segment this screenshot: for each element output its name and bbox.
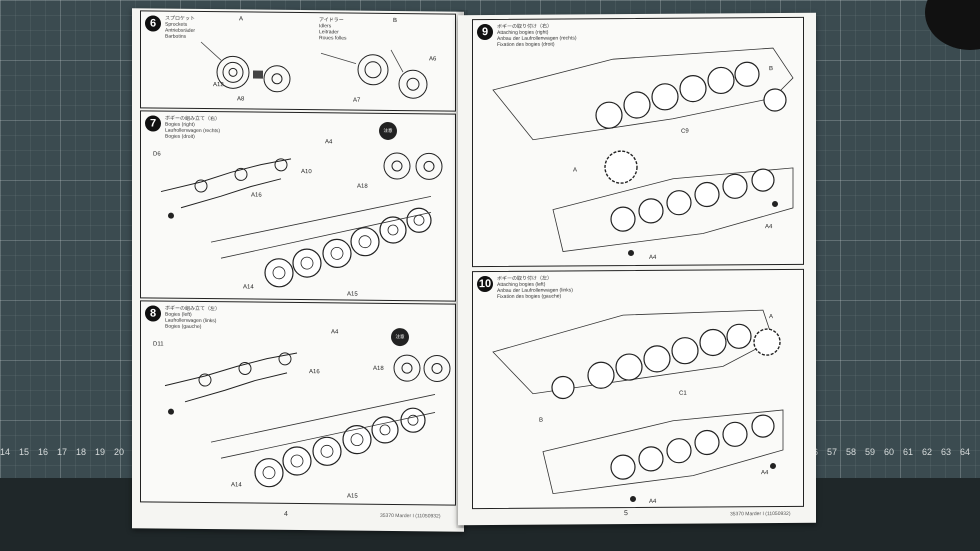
marker-b: B: [769, 66, 774, 73]
instruction-booklet: 6 スプロケット Sprockets Antriebsräder Barboti…: [128, 4, 818, 532]
screw-part: [770, 463, 776, 470]
road-wheels: [264, 207, 432, 288]
part-tag: A6: [429, 56, 437, 63]
step-7-panel: 7 ボギーの組み立て（右） Bogies (right) Laufrollenw…: [140, 110, 456, 302]
part-tag: A4: [325, 139, 333, 146]
hull-outline-lower: [542, 409, 784, 495]
step-9-panel: 9 ボギーの取り付け（右） Attaching bogies (right) A…: [472, 16, 804, 268]
idler-wheel: [763, 88, 787, 112]
screw-part: [168, 408, 174, 415]
road-wheels-upper: [587, 323, 752, 389]
step-8-panel: 8 ボギーの組み立て（左） Bogies (left) Laufrollenwa…: [140, 300, 456, 506]
idler-wheel: [357, 54, 389, 86]
page-number: 5: [624, 510, 628, 518]
ruler-mark: 59: [865, 447, 876, 457]
sprocket-gear: [753, 328, 781, 356]
part-tag: A14: [231, 482, 242, 489]
screw-part: [628, 250, 634, 257]
part-tag: A4: [649, 254, 657, 261]
left-page: 6 スプロケット Sprockets Antriebsräder Barboti…: [132, 8, 464, 532]
part-tag: A14: [243, 284, 254, 291]
mat-ruler-right: 56 57 58 59 60 61 62 63 64: [808, 447, 979, 471]
bogie-frame: [210, 394, 436, 459]
part-tag: A18: [373, 365, 384, 372]
ruler-mark: 15: [19, 447, 30, 457]
part-tag: A15: [347, 493, 358, 500]
page-footer: 35370 Marder I (11050932): [730, 510, 791, 518]
part-tag: A18: [357, 183, 368, 190]
marker-b: B: [539, 417, 544, 424]
ruler-mark: 63: [941, 447, 952, 457]
part-tag: A4: [331, 329, 339, 336]
ruler-mark: 20: [114, 447, 125, 457]
step-9-drawing: [492, 47, 794, 257]
bogie-frame: [210, 196, 432, 259]
bogie-arm-assembly: [160, 158, 292, 209]
screw-part: [772, 201, 778, 208]
ruler-mark: 19: [95, 447, 106, 457]
step-6-panel: 6 スプロケット Sprockets Antriebsräder Barboti…: [140, 10, 456, 112]
road-wheel-hubs: [272, 214, 425, 280]
part-tag: A4: [765, 224, 773, 231]
part-tag: A4: [649, 498, 657, 505]
ruler-mark: 62: [922, 447, 933, 457]
page-footer: 35370 Marder I (11050932): [380, 512, 441, 520]
ruler-mark: 60: [884, 447, 895, 457]
ruler-mark: 61: [903, 447, 914, 457]
step-7-drawing: [160, 152, 443, 288]
sprocket-hub: [263, 65, 291, 93]
part-tag: A15: [347, 291, 358, 298]
ruler-mark: 14: [0, 447, 11, 457]
ruler-mark: 57: [827, 447, 838, 457]
reference-wheels: [393, 354, 451, 382]
right-page: 9 ボギーの取り付け（右） Attaching bogies (right) A…: [458, 12, 816, 526]
part-tag: A10: [301, 169, 312, 176]
part-tag: A7: [353, 97, 361, 104]
sprocket-wheel: [216, 55, 250, 89]
part-tag: A8: [237, 96, 245, 103]
page-number: 4: [284, 510, 288, 518]
mat-ruler-left: 14 15 16 17 18 19 20: [0, 447, 133, 471]
bogie-arm-assembly: [164, 352, 298, 403]
step-10-panel: 10 ボギーの取り付け（左） Attaching bogies (left) A…: [472, 268, 804, 510]
screw-part: [630, 496, 636, 503]
hull-outline: [492, 47, 794, 141]
reference-wheels: [383, 152, 443, 180]
marker-a: A: [769, 314, 774, 321]
part-tag: C9: [681, 128, 689, 135]
road-wheel-hubs: [262, 414, 419, 480]
road-wheels-upper: [595, 61, 760, 129]
part-tag: A12: [213, 82, 224, 89]
idler-hub: [398, 69, 428, 99]
part-tag: A16: [309, 369, 320, 376]
road-wheels: [254, 407, 426, 488]
ruler-mark: 16: [38, 447, 49, 457]
assembly-arrows: [200, 41, 404, 73]
screw-part: [168, 212, 174, 219]
step-6-drawing: [200, 41, 428, 99]
step-10-drawing: [492, 309, 784, 503]
hull-outline: [492, 309, 774, 395]
sprocket-gear: [604, 150, 638, 184]
road-wheels-lower: [610, 168, 775, 232]
idler-wheel: [551, 375, 575, 400]
ruler-mark: 64: [960, 447, 971, 457]
road-wheels-lower: [610, 414, 775, 480]
ruler-mark: 17: [57, 447, 68, 457]
hull-outline-lower: [552, 167, 794, 252]
part-tag: C1: [679, 390, 687, 397]
sprocket-insert: [253, 70, 263, 79]
part-tag: D11: [153, 341, 164, 348]
part-tag: A4: [761, 470, 769, 477]
ruler-mark: 58: [846, 447, 857, 457]
part-tag: D6: [153, 151, 161, 158]
marker-a: A: [573, 167, 578, 174]
ruler-mark: 18: [76, 447, 87, 457]
part-tag: A16: [251, 192, 262, 199]
step-8-drawing: [164, 352, 451, 488]
